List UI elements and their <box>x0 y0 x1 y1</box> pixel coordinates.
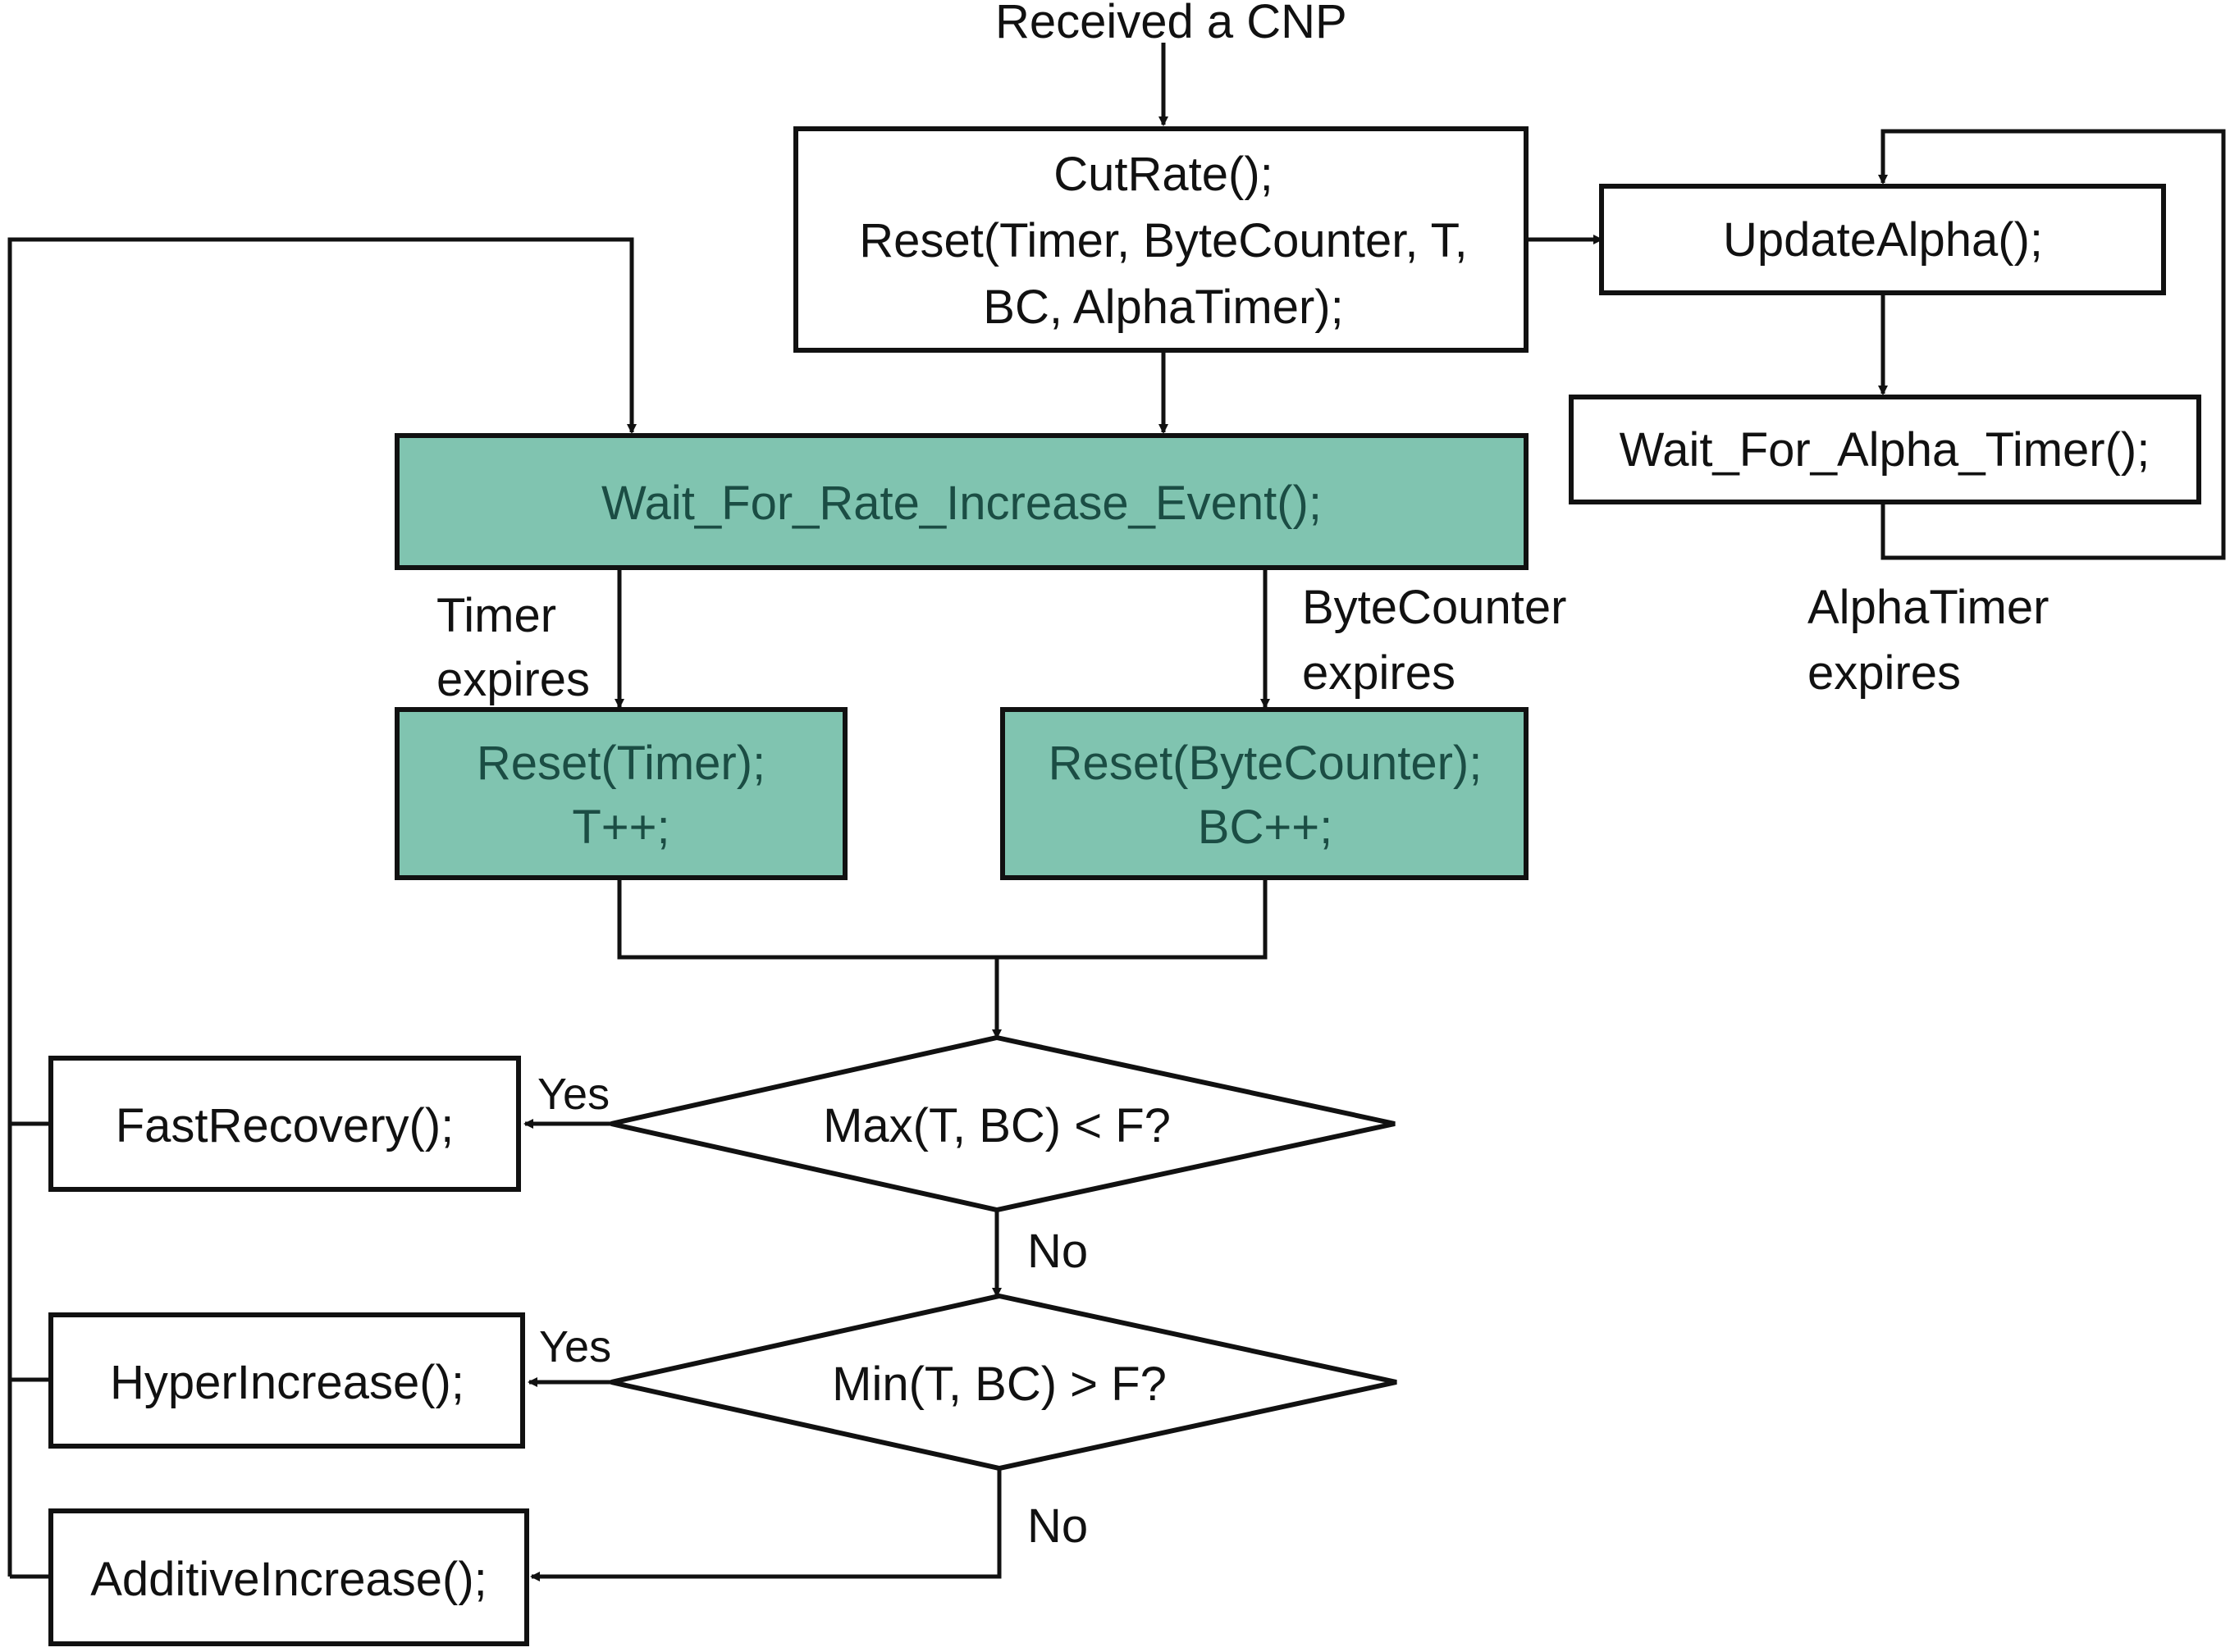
label-alphatimer-expires-2: expires <box>1807 646 1961 700</box>
decision-max-label: Max(T, BC) < F? <box>823 1099 1171 1152</box>
label-bytecounter-expires-1: ByteCounter <box>1302 581 1566 634</box>
node-cutrate-line-2: Reset(Timer, ByteCounter, T, <box>859 214 1467 267</box>
node-cutrate-line-1: CutRate(); <box>1053 148 1273 201</box>
label-yes-2: Yes <box>539 1322 611 1371</box>
decision-max: Max(T, BC) < F? <box>610 1034 1396 1213</box>
node-additiveincrease: AdditiveIncrease(); <box>48 1508 529 1646</box>
node-additiveincrease-label: AdditiveIncrease(); <box>90 1553 487 1606</box>
node-hyperincrease: HyperIncrease(); <box>48 1312 525 1449</box>
label-bytecounter-expires-2: expires <box>1302 646 1455 700</box>
node-reset-timer: Reset(Timer); T++; <box>395 707 848 880</box>
node-wait-alpha-timer: Wait_For_Alpha_Timer(); <box>1569 395 2201 504</box>
node-fastrecovery: FastRecovery(); <box>48 1056 521 1192</box>
label-alphatimer-expires-1: AlphaTimer <box>1807 581 2049 634</box>
node-updatealpha: UpdateAlpha(); <box>1599 184 2166 295</box>
label-timer-expires-1: Timer <box>436 589 556 642</box>
node-cutrate: CutRate(); Reset(Timer, ByteCounter, T, … <box>793 126 1529 353</box>
edge-decisionmin-no <box>530 1468 1002 1581</box>
node-fastrecovery-label: FastRecovery(); <box>116 1099 455 1152</box>
node-reset-timer-line-1: Reset(Timer); <box>477 737 765 790</box>
node-reset-timer-line-2: T++; <box>572 801 669 854</box>
label-timer-expires-2: expires <box>436 653 590 706</box>
edge-feedback-to-waitrate <box>7 237 637 1577</box>
label-no-2: No <box>1027 1499 1088 1553</box>
node-wait-alpha-timer-label: Wait_For_Alpha_Timer(); <box>1620 423 2150 477</box>
node-wait-rate-increase-label: Wait_For_Rate_Increase_Event(); <box>601 477 1322 530</box>
start-label: Received a CNP <box>995 0 1347 48</box>
label-no-1: No <box>1027 1225 1088 1278</box>
node-reset-bytecounter-line-2: BC++; <box>1198 801 1332 854</box>
node-hyperincrease-label: HyperIncrease(); <box>110 1356 464 1409</box>
node-reset-bytecounter-line-1: Reset(ByteCounter); <box>1049 737 1483 790</box>
node-cutrate-line-3: BC, AlphaTimer); <box>983 281 1343 334</box>
edge-merge-resets <box>617 878 1268 960</box>
decision-min-label: Min(T, BC) > F? <box>832 1358 1167 1411</box>
node-updatealpha-label: UpdateAlpha(); <box>1723 213 2043 267</box>
node-wait-rate-increase: Wait_For_Rate_Increase_Event(); <box>395 433 1529 570</box>
node-reset-bytecounter: Reset(ByteCounter); BC++; <box>1000 707 1529 880</box>
edge-alphatimer-loop <box>1878 129 2226 560</box>
decision-min: Min(T, BC) > F? <box>610 1293 1397 1472</box>
label-yes-1: Yes <box>537 1070 610 1119</box>
